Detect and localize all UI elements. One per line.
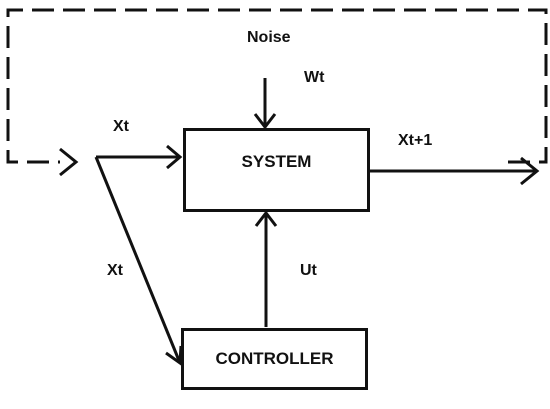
noise-input-label: Wt — [304, 69, 325, 86]
control-input-label: Ut — [300, 262, 317, 279]
xt-to-controller-line — [94, 156, 182, 364]
ut-to-system-arrowhead — [254, 210, 278, 227]
controller-block: CONTROLLER — [181, 328, 368, 390]
feedback-arrowhead — [59, 147, 79, 177]
system-block-label: SYSTEM — [241, 152, 312, 171]
controller-block-label: CONTROLLER — [215, 349, 334, 368]
output-arrowhead — [520, 156, 540, 186]
noise-label: Noise — [247, 29, 291, 46]
next-state-label: Xt+1 — [398, 132, 433, 149]
xt-to-system-arrowhead — [166, 144, 183, 170]
xt-to-controller-arrowhead — [165, 345, 183, 366]
state-input-label: Xt — [113, 118, 129, 135]
feedback-loop-dashed-line — [6, 8, 548, 164]
wt-to-system-arrowhead — [253, 113, 277, 130]
state-to-controller-label: Xt — [107, 262, 123, 279]
system-block: SYSTEM — [183, 128, 370, 212]
